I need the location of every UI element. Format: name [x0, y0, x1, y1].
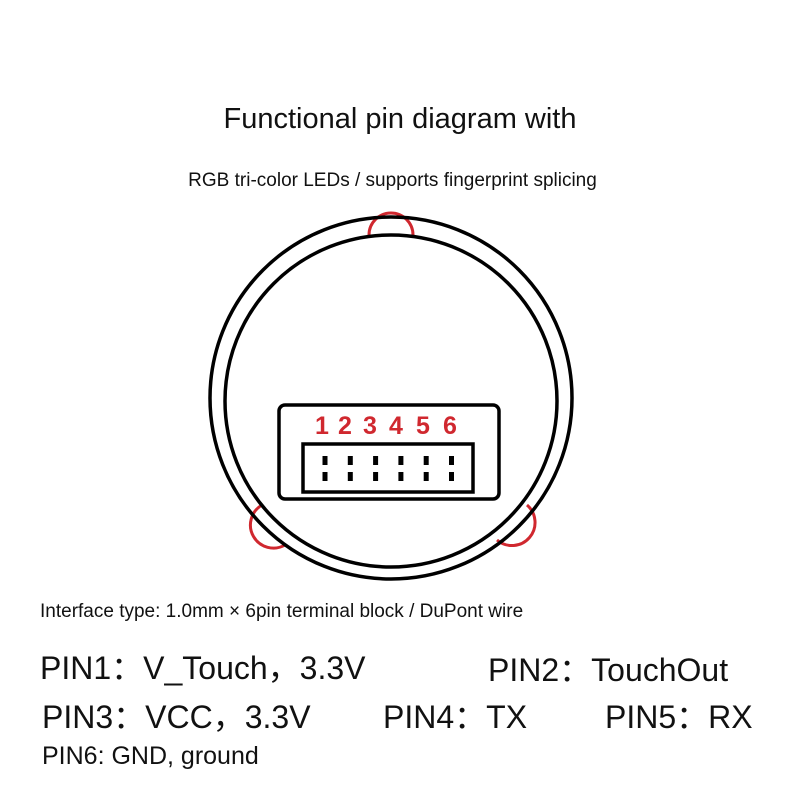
- pin-number-3: 3: [363, 412, 377, 440]
- pin-contact-4: [398, 472, 404, 481]
- pin5-label: PIN5：RX: [605, 699, 753, 735]
- diagram-title: Functional pin diagram with: [223, 103, 577, 135]
- pin6-label: PIN6: GND, ground: [42, 742, 259, 770]
- pin-contact-3: [373, 456, 379, 465]
- pin4-label: PIN4：TX: [383, 699, 528, 735]
- diagram-subtitle: RGB tri-color LEDs / supports fingerprin…: [188, 170, 597, 191]
- pin-number-4: 4: [389, 412, 403, 440]
- pin-contact-6: [449, 456, 454, 465]
- pin-number-5: 5: [416, 412, 430, 440]
- pin-contact-2: [347, 456, 353, 465]
- pin-contact-5: [423, 456, 429, 465]
- pin-number-1: 1: [315, 412, 329, 440]
- pin-contact-1: [322, 472, 328, 481]
- terminal-block: [301, 442, 475, 494]
- pin-contact-5: [423, 472, 429, 481]
- led-notch-bottom-left: [248, 503, 286, 550]
- inner-ring: [223, 233, 559, 569]
- pin-contact-2: [347, 472, 353, 481]
- pin-contact-1: [322, 456, 328, 465]
- pin-contact-3: [373, 472, 379, 481]
- pin3-label: PIN3：VCC，3.3V: [42, 699, 311, 735]
- pin1-label: PIN1：V_Touch，3.3V: [40, 650, 366, 686]
- led-notch-top: [367, 211, 415, 236]
- pin-contact-4: [398, 456, 404, 465]
- pin-contact-6: [449, 472, 454, 481]
- pin2-label: PIN2：TouchOut: [488, 652, 729, 688]
- interface-type: Interface type: 1.0mm × 6pin terminal bl…: [40, 601, 524, 622]
- outer-ring: [208, 215, 574, 581]
- pin-number-6: 6: [443, 412, 457, 440]
- pin-number-2: 2: [338, 412, 352, 440]
